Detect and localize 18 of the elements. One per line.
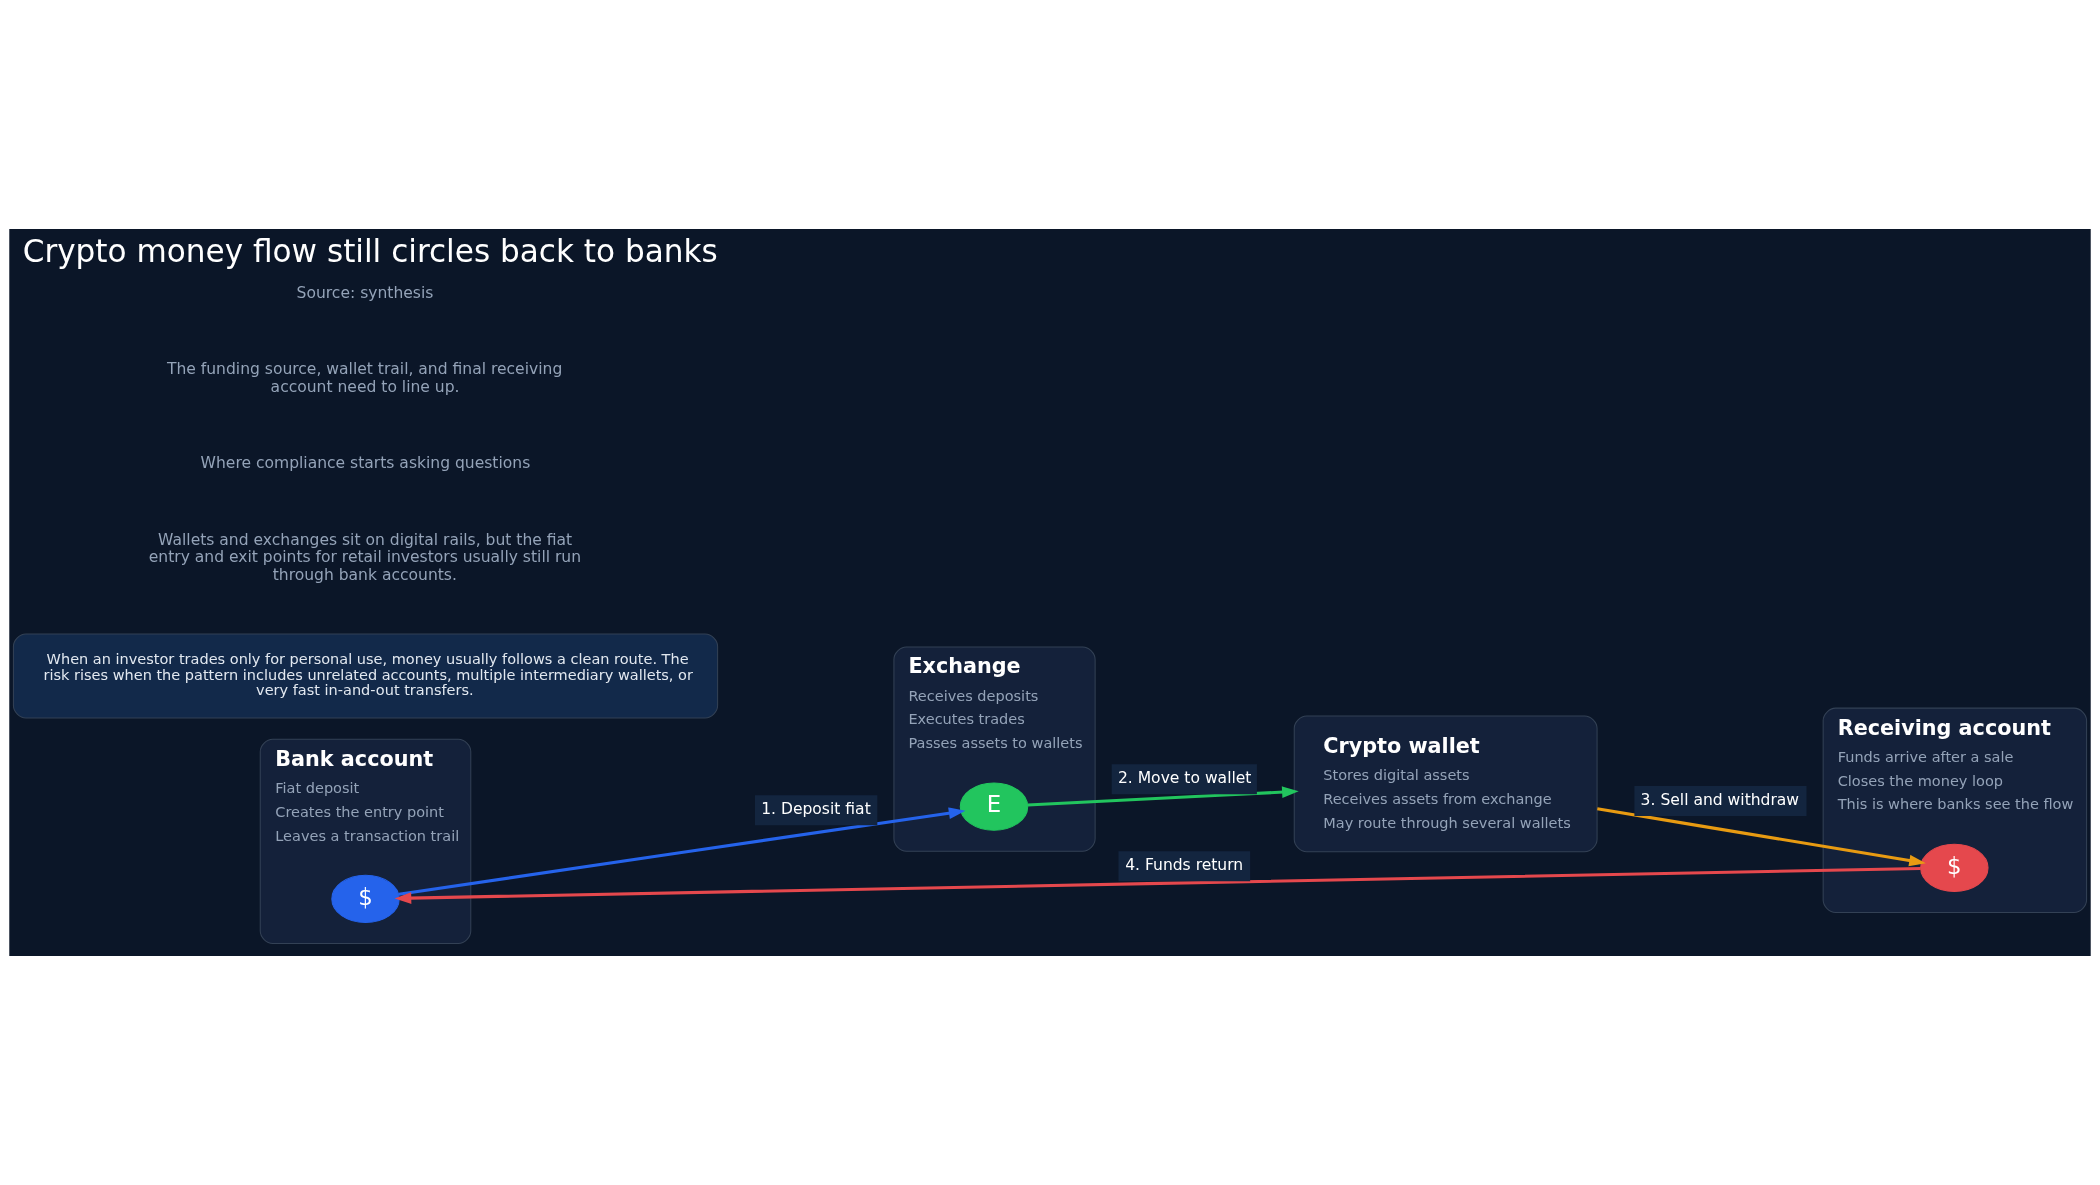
- arrow: [1597, 807, 1926, 867]
- label: The funding source, wallet trail, and final receiving account need to line up.: [166, 360, 563, 396]
- node-ellipse: $: [1920, 843, 1989, 892]
- node-box: When an investor trades only for personal use, money usually follows a clean route. The risk rises when the pattern includes unrelated accounts, multiple intermediary wallets, or very fast in-and-out transfers.: [12, 633, 719, 719]
- arrow: [1027, 786, 1299, 807]
- label: Source: synthesis: [296, 283, 434, 302]
- edge-label: 3. Sell and withdraw: [1640, 791, 1800, 810]
- edge-label: 1. Deposit fiat: [761, 800, 871, 819]
- diagram-title: Crypto money flow still circles back to banks: [22, 233, 718, 270]
- arrow: [394, 866, 1921, 904]
- node-box: Crypto wallet Stores digital assets Receives assets from exchange May route through several wallets: [1293, 715, 1598, 853]
- label: Wallets and exchanges sit on digital rails, but the fiat entry and exit points for retail investors usually still run through bank accounts.: [148, 530, 582, 585]
- edge-label: 2. Move to wallet: [1117, 769, 1252, 788]
- label: Where compliance starts asking questions: [200, 454, 531, 473]
- node-ellipse: $: [331, 874, 400, 924]
- node-ellipse: E: [959, 782, 1029, 831]
- arrow: [398, 807, 966, 896]
- edge-label: 4. Funds return: [1125, 856, 1244, 875]
